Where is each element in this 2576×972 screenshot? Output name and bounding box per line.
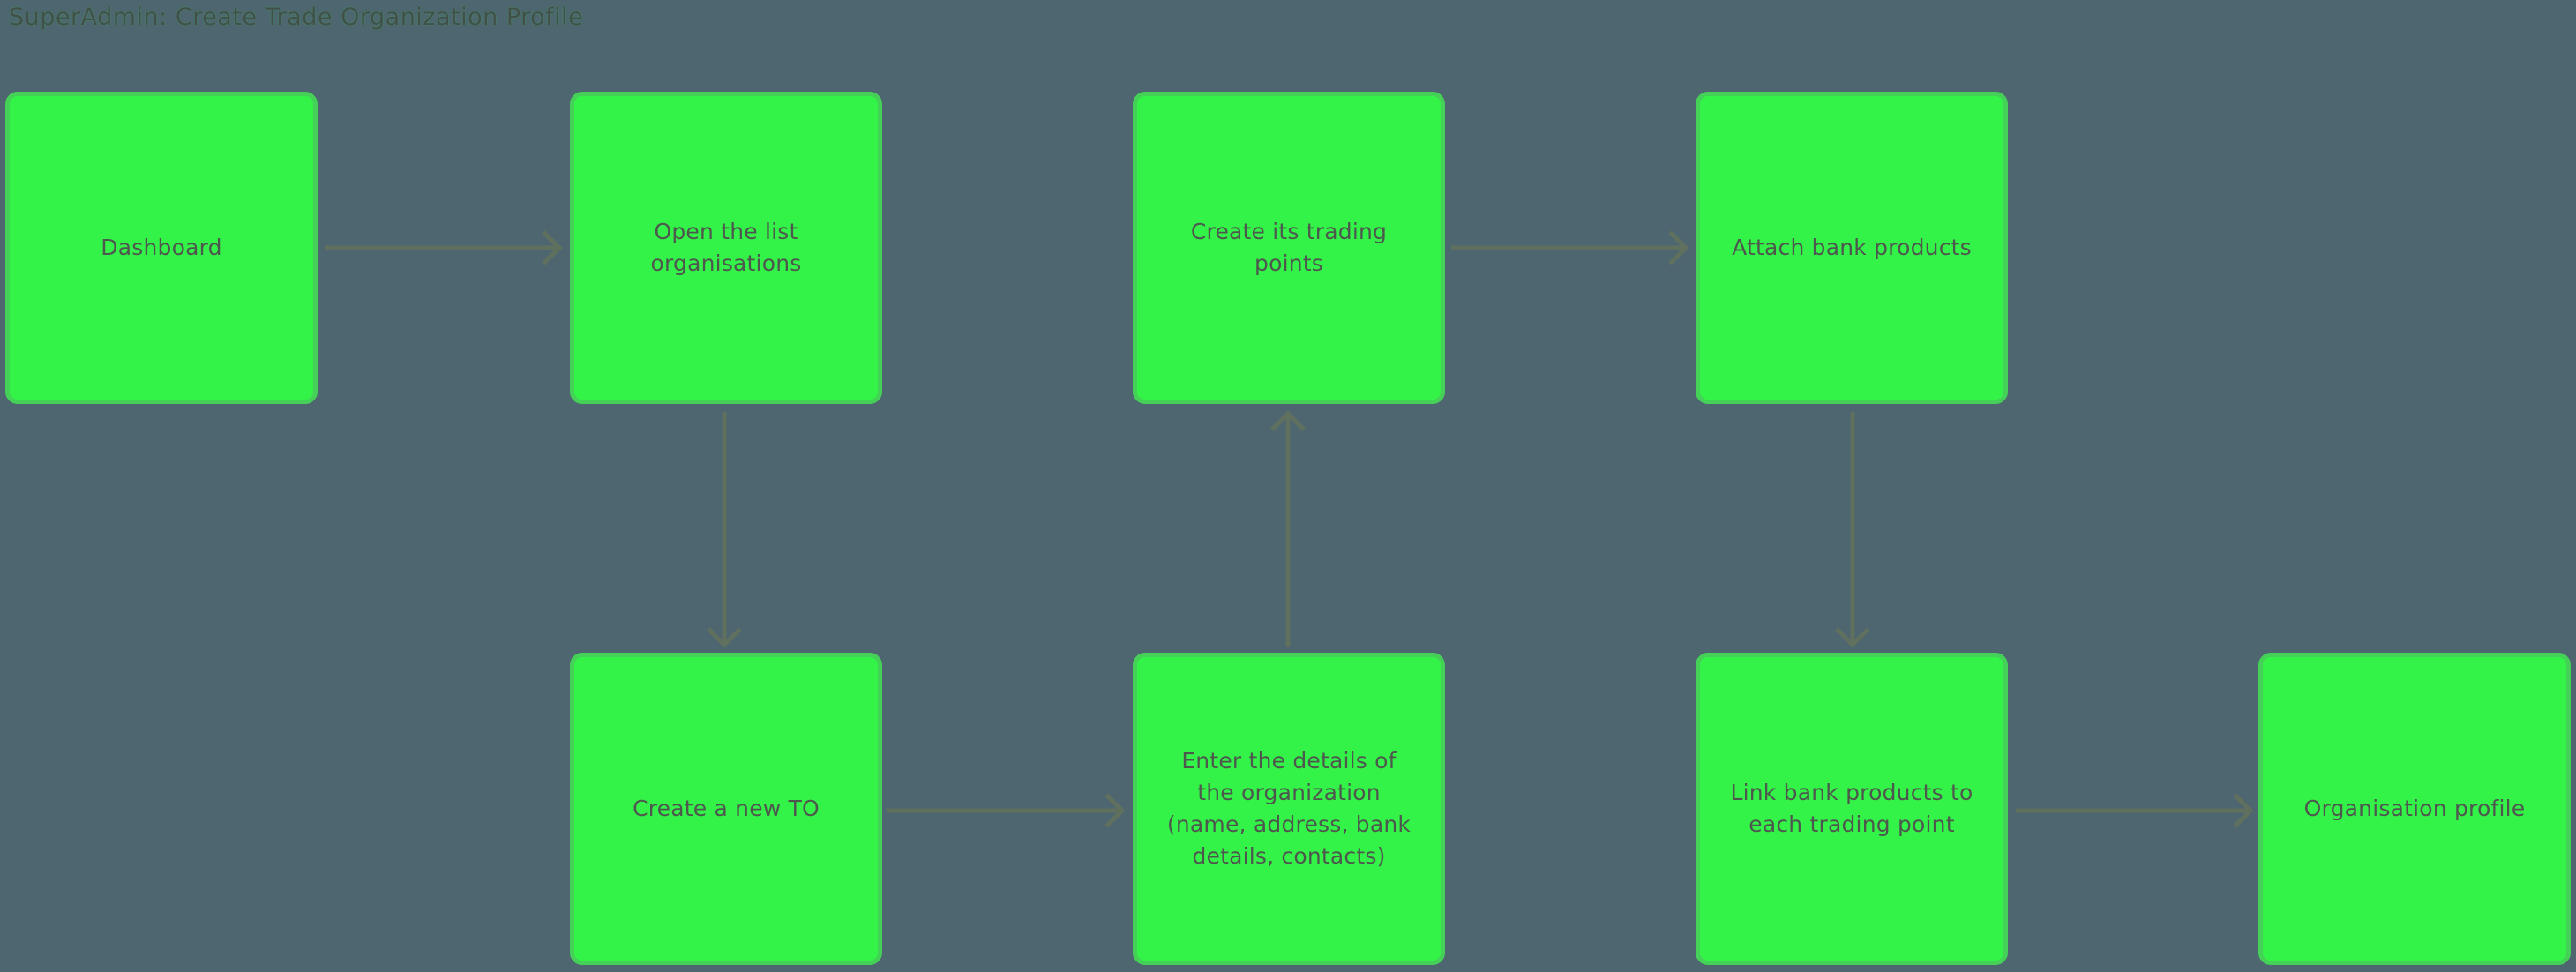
node-create-trading-points[interactable]: Create its trading points (1133, 92, 1445, 404)
edge-open-list-to-create-new-to-arrow (707, 412, 742, 648)
node-attach-bank-products-label: Attach bank products (1732, 234, 1972, 260)
node-link-bank-products-label: Link bank products to each trading point (1730, 779, 1973, 837)
node-attach-bank-products[interactable]: Attach bank products (1696, 92, 2008, 404)
node-enter-org-details-label: Enter the details of the organization (n… (1166, 747, 1412, 870)
node-create-trading-points-label: Create its trading points (1190, 218, 1388, 276)
edge-dashboard-to-open-list-arrow (325, 230, 563, 265)
node-dashboard-label: Dashboard (101, 234, 222, 260)
node-link-bank-products[interactable]: Link bank products to each trading point (1696, 653, 2008, 965)
node-enter-org-details[interactable]: Enter the details of the organization (n… (1133, 653, 1445, 965)
page-title: SuperAdmin: Create Trade Organization Pr… (9, 4, 584, 31)
node-create-new-to[interactable]: Create a new TO (570, 653, 882, 965)
node-open-list-organisations-label: Open the list organisations (650, 218, 802, 276)
node-organisation-profile[interactable]: Organisation profile (2258, 653, 2571, 965)
edge-enter-details-to-create-trading-points-arrow (1270, 410, 1306, 647)
edge-create-new-to-to-enter-details-arrow (887, 793, 1126, 828)
edge-link-bank-to-organisation-profile-arrow (2016, 793, 2254, 828)
node-dashboard[interactable]: Dashboard (5, 92, 318, 404)
node-organisation-profile-label: Organisation profile (2303, 795, 2526, 821)
node-create-new-to-label: Create a new TO (633, 795, 820, 821)
edge-attach-bank-to-link-bank-arrow (1835, 412, 1870, 648)
edge-create-trading-points-to-attach-bank-arrow (1451, 230, 1689, 265)
node-open-list-organisations[interactable]: Open the list organisations (570, 92, 882, 404)
